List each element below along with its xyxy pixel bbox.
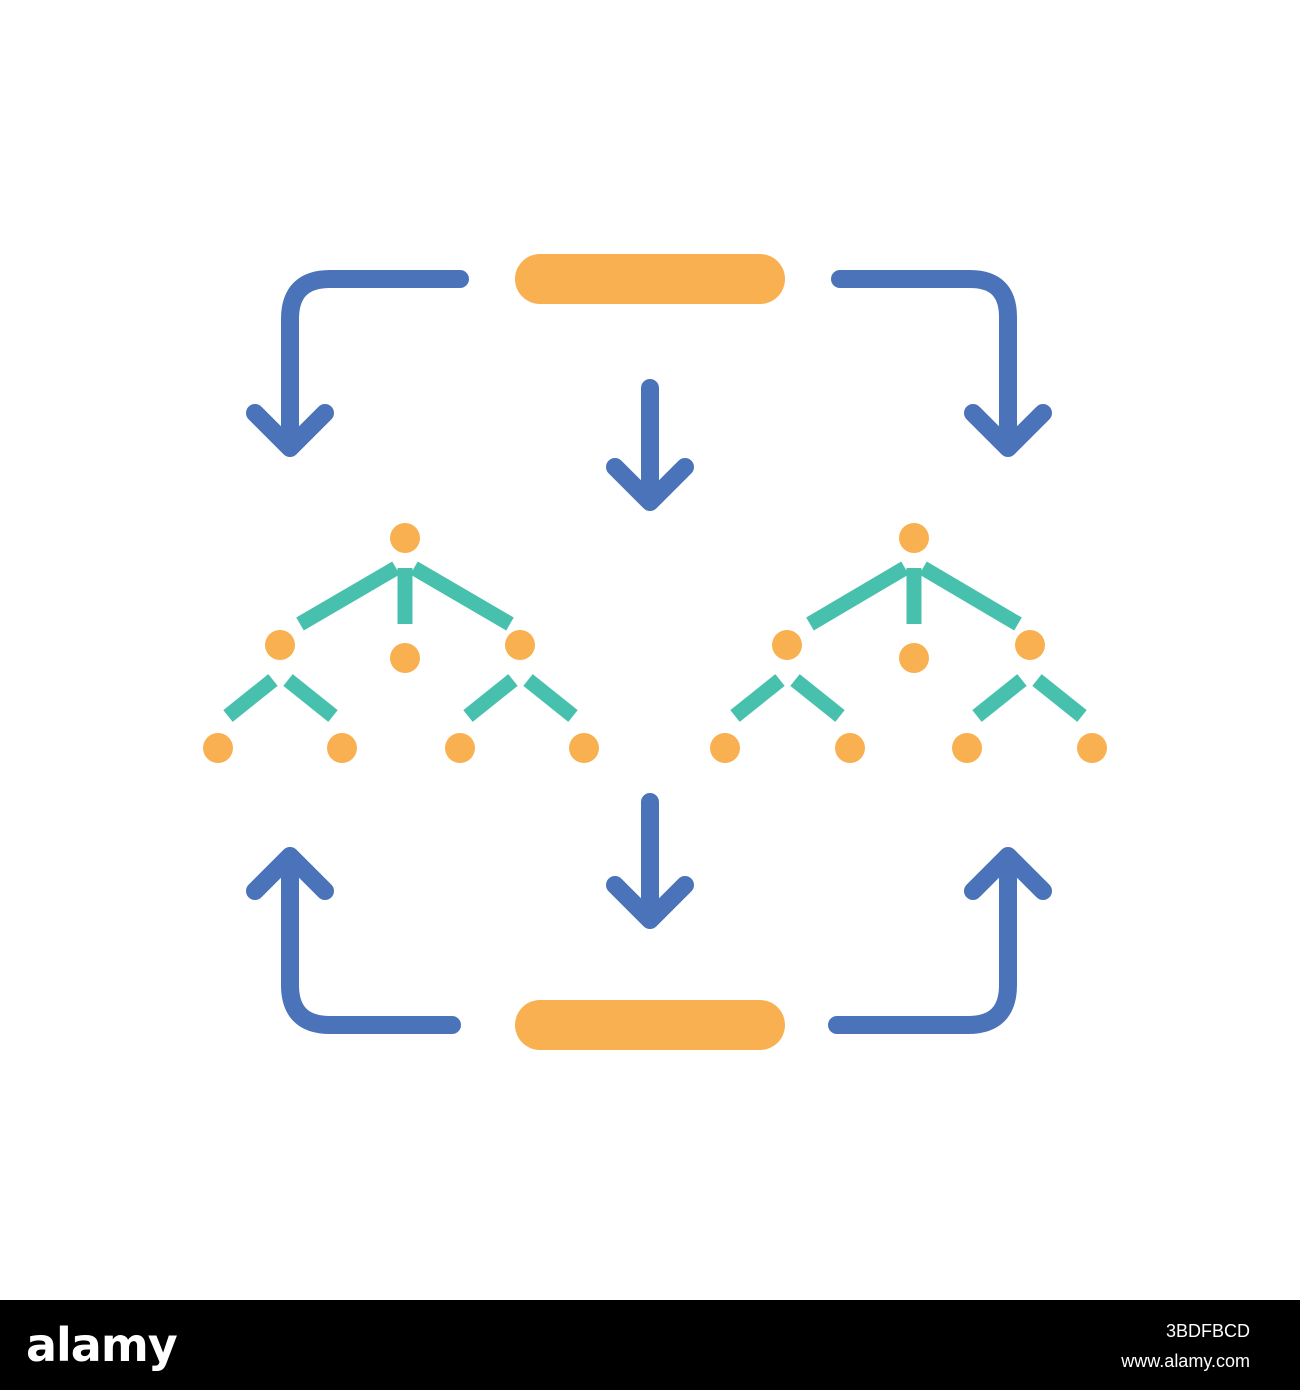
tree-link xyxy=(296,561,400,631)
tree-node xyxy=(835,733,865,763)
tree-link xyxy=(790,674,845,722)
bottom-center-arrow-icon xyxy=(606,793,694,929)
top-center-arrow-icon xyxy=(606,379,694,511)
site-url[interactable]: www.alamy.com xyxy=(1121,1351,1250,1371)
tree-link xyxy=(283,674,338,722)
tree-node xyxy=(899,643,929,673)
tree-node xyxy=(710,733,740,763)
tree-link xyxy=(730,674,785,722)
tree-link xyxy=(410,561,514,631)
workflow-diagram xyxy=(203,254,1107,1050)
tree-link xyxy=(806,561,909,631)
tree-node xyxy=(1015,630,1045,660)
tree-node xyxy=(390,523,420,553)
tree-link xyxy=(463,674,518,722)
tree-link xyxy=(223,674,278,722)
tree-link xyxy=(919,561,1022,631)
image-id: 3BDFBCD xyxy=(1165,1321,1250,1341)
tree-node xyxy=(569,733,599,763)
left-hierarchy-tree xyxy=(203,523,599,763)
tree-node xyxy=(952,733,982,763)
tree-node xyxy=(390,643,420,673)
tree-node xyxy=(445,733,475,763)
tree-node xyxy=(203,733,233,763)
tree-node xyxy=(1077,733,1107,763)
top-left-elbow-arrow-icon xyxy=(246,270,469,457)
tree-link xyxy=(972,674,1027,722)
top-right-elbow-arrow-icon xyxy=(831,270,1052,457)
bottom-right-elbow-arrow-icon xyxy=(828,847,1052,1034)
bottom-left-elbow-arrow-icon xyxy=(246,847,461,1034)
tree-node xyxy=(327,733,357,763)
right-hierarchy-tree xyxy=(710,523,1107,763)
tree-link xyxy=(523,674,578,722)
tree-node xyxy=(265,630,295,660)
footer-bar: alamy 3BDFBCD www.alamy.com xyxy=(0,1300,1300,1390)
tree-node xyxy=(899,523,929,553)
tree-link xyxy=(1032,674,1087,722)
brand-logo[interactable]: alamy xyxy=(26,1318,178,1372)
tree-node xyxy=(505,630,535,660)
tree-node xyxy=(772,630,802,660)
